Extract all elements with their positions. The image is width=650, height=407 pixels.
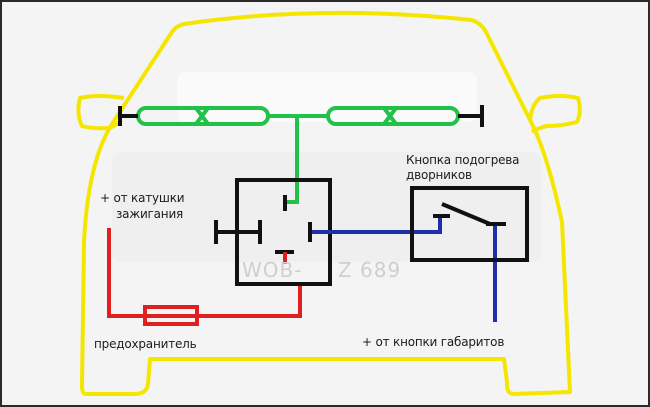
plate-text-left: WOB- — [242, 258, 303, 282]
heater-switch[interactable] — [410, 186, 529, 262]
label-ignition-line2: зажигания — [116, 207, 184, 221]
ignition-circuit — [107, 228, 302, 326]
ignition-wire — [107, 228, 145, 318]
fuse-to-relay-wire — [197, 252, 302, 318]
car-outline — [80, 10, 572, 396]
relay-ground-terminal — [214, 220, 262, 244]
relay-to-switch-wire — [312, 216, 442, 234]
label-ignition: + от катушки — [100, 191, 185, 205]
label-fuse: предохранитель — [94, 337, 197, 351]
label-heater-button: Кнопка подогрева — [406, 153, 520, 167]
switch-body — [410, 186, 529, 262]
heater-to-relay-wire — [287, 116, 299, 204]
label-parking-lights: + от кнопки габаритов — [362, 335, 505, 349]
ground-terminals — [118, 105, 484, 127]
control-circuit — [312, 216, 497, 322]
switch-lever — [441, 202, 491, 226]
right-mirror — [528, 94, 582, 134]
heater-left-cross — [194, 106, 210, 126]
heater-right-cross — [382, 106, 398, 126]
grille-area — [112, 152, 542, 262]
plate-text-right: Z 689 — [338, 258, 402, 282]
left-mirror — [76, 94, 125, 131]
label-heater-button-line2: дворников — [406, 168, 472, 182]
ground-right — [458, 105, 484, 127]
ground-left — [118, 106, 138, 126]
